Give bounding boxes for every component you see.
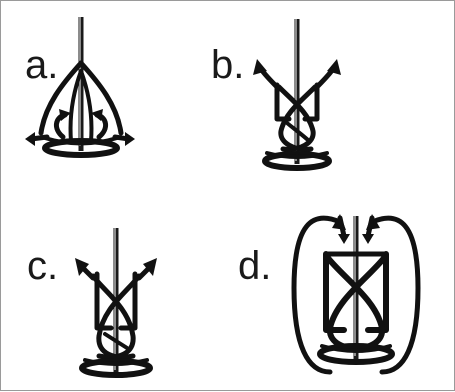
panel-d-label: d. [238, 244, 272, 288]
panel-c: c. [1, 196, 228, 392]
panel-a: a. [1, 1, 228, 196]
paddle-a-illustration [25, 17, 135, 158]
panel-a-label: a. [25, 43, 59, 87]
paddle-c-illustration [75, 228, 157, 378]
panel-b-label: b. [211, 43, 245, 87]
paddle-b-illustration [253, 19, 341, 171]
panel-b: b. [187, 1, 455, 196]
panel-c-label: c. [27, 244, 59, 288]
panel-d: d. [228, 196, 455, 392]
paddle-d-illustration [291, 214, 421, 375]
